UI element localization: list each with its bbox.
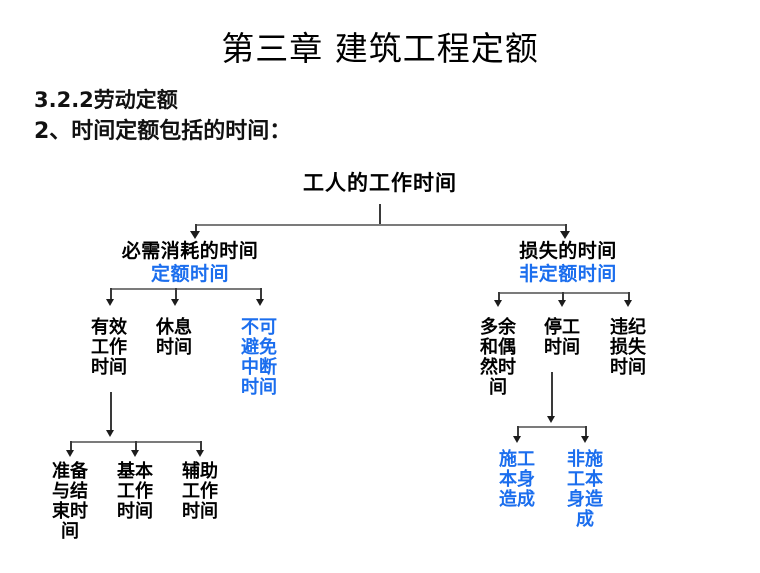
tree-node-lost-title: 损失的时间 [519,240,617,262]
tree-node-required-title: 必需消耗的时间 [121,240,259,262]
arrowhead-to-effective-work [106,299,114,306]
tree-node-lost-subtitle: 非定额时间 [519,263,617,285]
tree-node-construction-caused: 施工 本身 造成 [499,449,535,511]
connector-stoppage-stem [551,372,553,418]
tree-node-non-construction-caused: 非施 工本 身造 成 [567,449,603,531]
tree-node-root: 工人的工作时间 [303,171,457,195]
arrowhead-to-prep-finish [66,450,74,457]
arrowhead-to-stoppage [558,300,566,307]
subheading-topic: 2、时间定额包括的时间： [34,119,292,144]
arrowhead-effective-work-stem [106,430,114,437]
connector-stoppage-drop-1 [517,426,519,438]
connector-lost-drop-3 [628,292,630,302]
connector-stoppage-bar [517,426,585,428]
connector-root-bar [195,224,565,226]
tree-node-unavoidable-break: 不可 避免 中断 时间 [241,317,277,399]
arrowhead-to-unavoidable-break [256,299,264,306]
arrowhead-to-rest-time [171,299,179,306]
connector-stoppage-drop-2 [585,426,587,438]
connector-required-bar [110,288,260,290]
connector-required-drop-2 [175,288,177,301]
arrowhead-to-surplus-accidental [494,300,502,307]
arrowhead-stoppage-stem [547,416,555,423]
subheading-section-number: 3.2.2劳动定额 [34,88,178,112]
connector-root-right-drop [565,224,567,233]
arrowhead-to-construction-caused [513,436,521,443]
tree-node-stoppage: 停工 时间 [544,317,580,359]
arrowhead-to-lost-branch [560,231,570,239]
tree-node-rest-time: 休息 时间 [156,317,192,359]
connector-lost-drop-1 [498,292,500,302]
tree-node-basic-work: 基本 工作 时间 [117,461,153,523]
connector-root-left-drop [195,224,197,233]
connector-effective-drop-1 [70,441,72,452]
connector-root-stem [379,204,381,224]
arrowhead-to-basic-work [131,450,139,457]
connector-required-drop-1 [110,288,112,301]
tree-node-surplus-accidental: 多余 和偶 然时 间 [480,317,516,399]
tree-node-effective-work: 有效 工作 时间 [91,317,127,379]
connector-effective-work-stem [110,392,112,432]
connector-lost-drop-2 [562,292,564,302]
arrowhead-to-non-construction-caused [581,436,589,443]
tree-node-discipline-loss: 违纪 损失 时间 [610,317,646,379]
tree-node-prep-finish: 准备 与结 束时 间 [52,461,88,543]
arrowhead-to-aux-work [196,450,204,457]
tree-node-aux-work: 辅助 工作 时间 [182,461,218,523]
connector-required-drop-3 [260,288,262,301]
connector-effective-drop-2 [135,441,137,452]
arrowhead-to-required-branch [190,231,200,239]
connector-effective-drop-3 [200,441,202,452]
page-title: 第三章 建筑工程定额 [221,29,539,68]
arrowhead-to-discipline-loss [624,300,632,307]
tree-node-required-subtitle: 定额时间 [150,263,229,285]
